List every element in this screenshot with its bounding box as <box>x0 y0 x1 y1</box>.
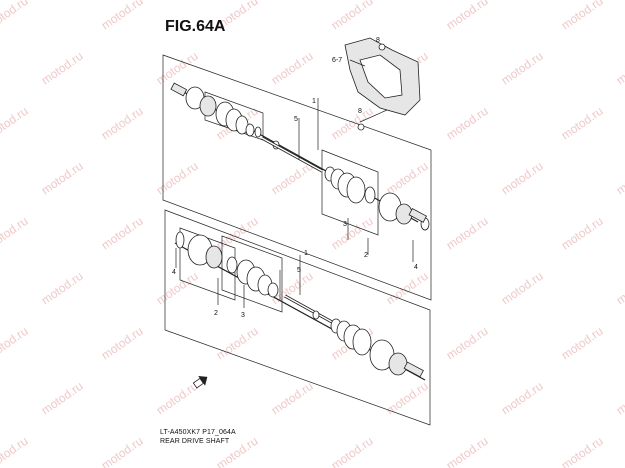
watermark-text: motod.ru <box>384 379 431 418</box>
lower-right-stub <box>403 361 424 378</box>
watermark-text: motod.ru <box>0 0 31 32</box>
lower-label-5: 5 <box>297 267 301 274</box>
lower-left-joint-cup <box>205 245 223 269</box>
forward-arrow-icon <box>192 375 208 389</box>
upper-frame <box>162 54 432 301</box>
upper-right-stub <box>408 208 428 223</box>
upper-clamp-1 <box>254 126 262 138</box>
watermark-text: motod.ru <box>329 104 376 143</box>
upper-assembly: 1 5 3 2 4 6-7 8 8 <box>162 37 432 301</box>
watermark-text: motod.ru <box>559 434 606 468</box>
watermark-text: motod.ru <box>99 324 146 363</box>
watermark-text: motod.ru <box>99 214 146 253</box>
watermark-text: motod.ru <box>214 214 261 253</box>
upper-left-ring <box>199 95 217 117</box>
upper-label-5: 5 <box>294 116 298 123</box>
watermark-text: motod.ru <box>154 159 201 198</box>
lower-right-joint-cup <box>388 352 408 376</box>
upper-label-2: 2 <box>364 252 368 259</box>
watermark-text: motod.ru <box>329 214 376 253</box>
upper-shaft-body-highlight <box>261 137 323 172</box>
figure-title: FIG.64A <box>165 18 226 35</box>
upper-label-8-top: 8 <box>376 37 380 44</box>
watermark-text: motod.ru <box>444 214 491 253</box>
upper-guard-bolt-top <box>378 43 386 51</box>
watermark-text: motod.ru <box>499 159 546 198</box>
upper-guard-leader <box>349 59 366 67</box>
watermark-text: motod.ru <box>154 379 201 418</box>
lower-label-3: 3 <box>241 312 245 319</box>
watermark-text: motod.ru <box>499 49 546 88</box>
watermark-text: motod.ru <box>329 434 376 468</box>
watermark-text: motod.ru <box>154 49 201 88</box>
upper-label-3: 3 <box>343 221 347 228</box>
lower-left-circlip <box>175 231 185 249</box>
upper-right-boot-4 <box>346 176 366 204</box>
upper-guard-inner <box>359 54 403 99</box>
watermark-text: motod.ru <box>444 104 491 143</box>
watermark-text: motod.ru <box>99 0 146 32</box>
upper-left-stub <box>170 82 188 97</box>
watermark-text: motod.ru <box>444 324 491 363</box>
watermark-text: motod.ru <box>499 269 546 308</box>
watermark-text: motod.ru <box>614 49 625 88</box>
lower-subframe-mid <box>221 235 283 313</box>
watermark-text: motod.ru <box>154 269 201 308</box>
watermark-text: motod.ru <box>269 379 316 418</box>
lower-clamp-2 <box>312 310 320 320</box>
watermark-text: motod.ru <box>0 214 31 253</box>
lower-frame <box>164 209 431 426</box>
lower-subframe-left <box>179 227 236 301</box>
upper-label-6-7: 6-7 <box>332 57 342 64</box>
watermark-text: motod.ru <box>499 379 546 418</box>
lower-shaft-body-highlight <box>284 295 333 323</box>
watermark-text: motod.ru <box>0 434 31 468</box>
watermark-text: motod.ru <box>384 159 431 198</box>
lower-assembly: 1 5 3 2 4 <box>164 209 431 426</box>
watermark-text: motod.ru <box>559 0 606 32</box>
watermark-text: motod.ru <box>39 379 86 418</box>
watermark-text: motod.ru <box>39 159 86 198</box>
watermark-text: motod.ru <box>214 324 261 363</box>
watermark-text: motod.ru <box>99 434 146 468</box>
upper-subframe-right <box>321 149 379 236</box>
lower-label-2: 2 <box>214 310 218 317</box>
watermark-text: motod.ru <box>39 269 86 308</box>
watermark-text: motod.ru <box>614 159 625 198</box>
watermark-text: motod.ru <box>614 269 625 308</box>
lower-clamp-1 <box>226 256 238 274</box>
watermark-text: motod.ru <box>559 324 606 363</box>
figure-model-code: LT-A450XK7 P17_064A <box>160 429 236 436</box>
watermark-text: motod.ru <box>559 104 606 143</box>
watermark-text: motod.ru <box>559 214 606 253</box>
upper-right-ring <box>364 186 376 204</box>
watermark-text: motod.ru <box>0 104 31 143</box>
lower-right-boot-4 <box>352 328 372 356</box>
watermark-text: motod.ru <box>444 0 491 32</box>
watermark-text: motod.ru <box>0 324 31 363</box>
lower-left-boot-4 <box>267 282 279 298</box>
upper-label-8-bottom: 8 <box>358 108 362 115</box>
lower-label-1: 1 <box>304 250 308 257</box>
upper-label-1: 1 <box>312 98 316 105</box>
watermark-text: motod.ru <box>444 434 491 468</box>
watermark-text: motod.ru <box>39 49 86 88</box>
lower-label-4: 4 <box>172 269 176 276</box>
watermark-text: motod.ru <box>99 104 146 143</box>
upper-leader-8-bottom <box>359 109 388 123</box>
upper-label-4: 4 <box>414 264 418 271</box>
upper-left-boot-4 <box>245 123 255 137</box>
figure-caption: REAR DRIVE SHAFT <box>160 438 230 445</box>
watermark-text: motod.ru <box>269 49 316 88</box>
watermark-text: motod.ru <box>329 0 376 32</box>
upper-guard-bolt-bottom <box>357 123 365 131</box>
watermark-text: motod.ru <box>614 379 625 418</box>
